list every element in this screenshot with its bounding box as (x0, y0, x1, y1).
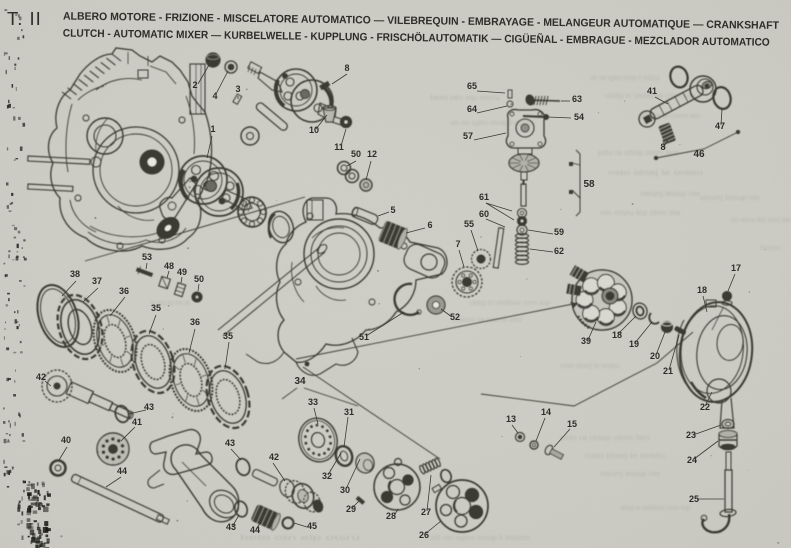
svg-text:32: 32 (322, 471, 332, 481)
svg-text:otn etsru lep otnu sla: otn etsru lep otnu sla (150, 298, 190, 307)
svg-text:oteurq letsup nte: oteurq letsup nte (640, 189, 700, 198)
svg-text:3: 3 (235, 84, 240, 94)
svg-text:nsto otsej le onteu: nsto otsej le onteu (608, 168, 703, 177)
svg-text:nsto otsej le onteu: nsto otsej le onteu (585, 451, 665, 460)
svg-text:13: 13 (506, 414, 516, 424)
svg-text:29: 29 (346, 504, 356, 514)
svg-text:oteurq letsup nte: oteurq letsup nte (700, 193, 760, 202)
svg-text:63: 63 (572, 94, 582, 104)
svg-text:26: 26 (419, 530, 429, 540)
svg-text:21: 21 (663, 366, 673, 376)
svg-text:23: 23 (686, 430, 696, 440)
svg-text:35: 35 (223, 331, 233, 341)
svg-text:65: 65 (467, 81, 477, 91)
svg-text:42: 42 (269, 452, 279, 462)
svg-text:8: 8 (344, 63, 349, 73)
svg-text:elteon ta noem otn: elteon ta noem otn (452, 315, 522, 324)
svg-text:19: 19 (629, 339, 639, 349)
svg-text:44: 44 (250, 525, 260, 535)
svg-text:50: 50 (351, 149, 361, 159)
svg-text:30: 30 (340, 485, 350, 495)
svg-text:stit nei ogtes otsop li otstzz: stit nei ogtes otsop li otstzzs (590, 73, 660, 82)
svg-text:34: 34 (294, 376, 306, 387)
svg-text:47: 47 (715, 121, 725, 131)
svg-text:14: 14 (541, 407, 551, 417)
svg-text:8: 8 (660, 142, 665, 152)
svg-text:60: 60 (479, 209, 489, 219)
svg-text:44: 44 (117, 466, 127, 476)
svg-text:otn etsru lep otnu sla: otn etsru lep otnu sla (600, 208, 681, 217)
svg-text:17: 17 (731, 263, 741, 273)
svg-text:1: 1 (210, 124, 215, 134)
svg-text:pxto ra utsop otnm lteo: pxto ra utsop otnm lteo (598, 148, 678, 157)
svg-text:51: 51 (359, 332, 369, 342)
svg-text:33: 33 (308, 397, 318, 407)
svg-text:7: 7 (455, 239, 460, 249)
svg-text:46: 46 (693, 149, 705, 160)
svg-text:elteon ta noem otn: elteon ta noem otn (640, 111, 700, 120)
svg-text:58: 58 (583, 179, 595, 190)
svg-text:12: 12 (367, 149, 377, 159)
svg-text:25: 25 (689, 494, 699, 504)
svg-text:53: 53 (142, 252, 152, 262)
svg-text:59: 59 (554, 227, 564, 237)
svg-text:4: 4 (212, 91, 217, 101)
svg-text:18: 18 (612, 330, 622, 340)
svg-text:18: 18 (697, 285, 707, 295)
svg-text:stit nei ogtes otsop li otstzz: stit nei ogtes otsop li otstzzs (450, 118, 535, 127)
svg-text:41: 41 (132, 417, 142, 427)
svg-text:61: 61 (479, 192, 489, 202)
svg-text:43: 43 (225, 438, 235, 448)
svg-text:beto otn elp otsru: beto otn elp otsru (240, 533, 360, 542)
svg-text:39: 39 (581, 336, 591, 346)
svg-text:43: 43 (144, 402, 154, 412)
svg-text:6: 6 (427, 220, 432, 230)
svg-text:38: 38 (70, 269, 80, 279)
svg-text:36: 36 (190, 317, 200, 327)
svg-text:57: 57 (463, 131, 473, 141)
svg-text:ubtep er otelduniv cmrn sup: ubtep er otelduniv cmrn sup (620, 503, 690, 512)
svg-text:28: 28 (386, 511, 396, 521)
svg-text:ubtep er otelduniv cmrn sup: ubtep er otelduniv cmrn sup (470, 298, 550, 307)
svg-text:31: 31 (344, 407, 354, 417)
svg-text:62: 62 (554, 246, 564, 256)
svg-text:22: 22 (700, 402, 710, 412)
svg-text:nsto otsej le onteu: nsto otsej le onteu (560, 361, 620, 370)
svg-text:35: 35 (151, 303, 161, 313)
svg-text:52: 52 (450, 312, 460, 322)
svg-text:42: 42 (36, 372, 46, 382)
svg-text:pxto ra utsop otnm lteo: pxto ra utsop otnm lteo (560, 433, 650, 442)
svg-text:50: 50 (194, 274, 204, 284)
svg-text:49: 49 (177, 267, 187, 277)
svg-text:elteon ta noem otn: elteon ta noem otn (760, 243, 780, 252)
svg-text:10: 10 (309, 125, 319, 135)
svg-text:15: 15 (567, 419, 577, 429)
svg-text:5: 5 (390, 205, 395, 215)
svg-text:2: 2 (192, 80, 197, 90)
svg-text:43: 43 (226, 522, 236, 532)
svg-text:64: 64 (467, 104, 477, 114)
svg-text:37: 37 (92, 276, 102, 286)
svg-text:40: 40 (61, 435, 71, 445)
svg-text:45: 45 (307, 521, 317, 531)
svg-text:27: 27 (421, 507, 431, 517)
svg-text:20: 20 (650, 351, 660, 361)
svg-text:24: 24 (687, 455, 697, 465)
svg-text:ubtep er otelduniv cmrn sup: ubtep er otelduniv cmrn sup (605, 91, 695, 100)
svg-text:beto otn elp otsru: beto otn elp otsru (430, 93, 500, 102)
svg-text:11: 11 (334, 142, 344, 152)
svg-text:41: 41 (647, 86, 657, 96)
svg-text:36: 36 (119, 286, 129, 296)
svg-text:otn etsru lep otnu sla: otn etsru lep otnu sla (730, 215, 791, 224)
svg-text:54: 54 (574, 112, 584, 122)
svg-text:48: 48 (164, 261, 174, 271)
svg-text:oteurq letsup nte: oteurq letsup nte (600, 469, 660, 478)
svg-text:T. II: T. II (7, 8, 42, 29)
svg-text:pxto ra utsop otnm lteo: pxto ra utsop otnm lteo (60, 293, 90, 302)
svg-text:stit nei ogtes otsop li otstzz: stit nei ogtes otsop li otstzzs (430, 533, 530, 542)
svg-text:55: 55 (464, 219, 474, 229)
